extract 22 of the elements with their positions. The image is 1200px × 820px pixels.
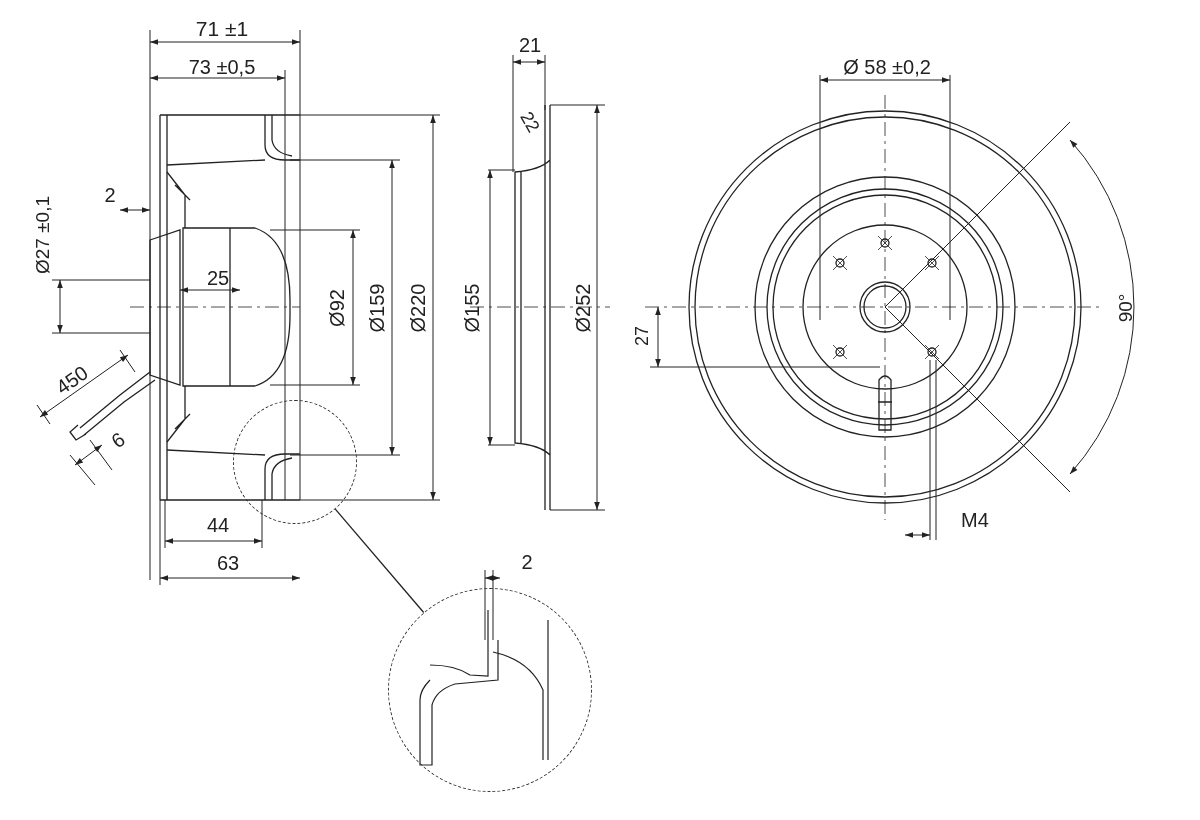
dimension-label: Ø92 (327, 289, 347, 327)
dimension-label: Ø 58 ±0,2 (843, 57, 931, 77)
dimension-label: Ø159 (367, 283, 387, 333)
dimension-label: M4 (961, 510, 989, 530)
dimension-label: 22 (517, 108, 543, 136)
dimension-label: Ø27 ±0,1 (32, 196, 52, 274)
dimension-label: 6 (107, 428, 129, 452)
dimension-label: 90° (1115, 293, 1135, 323)
dimension-label: 73 ±0,5 (188, 57, 256, 77)
dimension-label: 2 (104, 185, 116, 205)
dimension-label: 25 (206, 268, 230, 288)
dimension-label: Ø220 (408, 283, 428, 333)
dimension-label: 44 (206, 515, 230, 535)
dimension-label: 63 (216, 553, 240, 573)
dimension-label: Ø155 (462, 283, 482, 333)
dimension-label: 27 (633, 326, 651, 346)
dimension-label: 450 (52, 362, 92, 398)
dimension-label: Ø252 (573, 283, 593, 333)
leader-line (334, 508, 425, 614)
dimension-label: 2 (521, 552, 533, 572)
dimension-label: 21 (518, 35, 542, 55)
dimension-label: 71 ±1 (195, 17, 249, 39)
